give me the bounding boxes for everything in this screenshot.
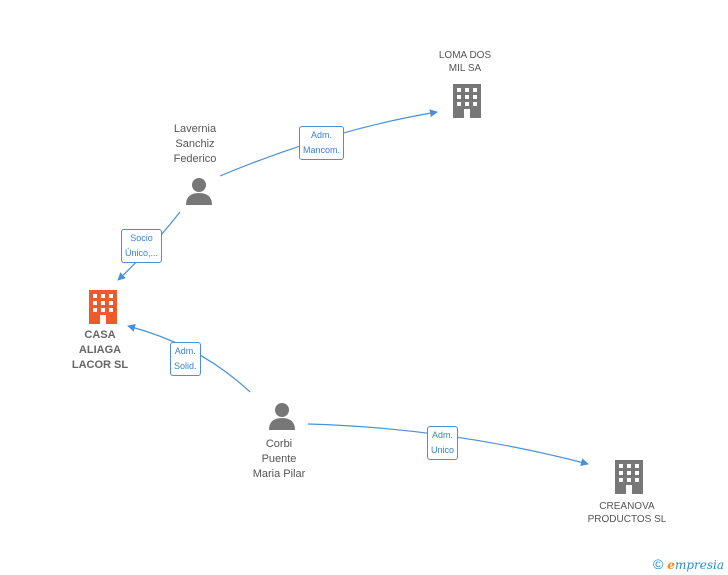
edge-label-adm-mancom[interactable]: Adm. Mancom. <box>299 126 345 160</box>
edge-label-socio-unico[interactable]: Socio Único,... <box>121 229 163 263</box>
node-creanova-label[interactable]: CREANOVA PRODUCTOS SL <box>577 500 677 526</box>
label-line: LACOR SL <box>71 359 129 371</box>
label-line: CREANOVA <box>599 501 655 512</box>
brand-rest: mpresia <box>674 558 724 572</box>
edge-label-adm-unico[interactable]: Adm. Unico <box>427 426 459 460</box>
edge-label-line: Adm. <box>174 346 196 356</box>
node-casa-label[interactable]: CASA ALIAGA LACOR SL <box>55 328 145 373</box>
building-icon-focus[interactable] <box>88 290 118 324</box>
edge-label-line: Adm. <box>311 130 333 140</box>
building-icon[interactable] <box>451 84 483 118</box>
building-icon[interactable] <box>613 460 645 494</box>
label-line: MIL SA <box>448 63 482 74</box>
label-line: PRODUCTOS SL <box>587 514 667 525</box>
person-icon[interactable] <box>267 402 297 430</box>
label-line: CASA <box>84 329 116 341</box>
node-corbi-label[interactable]: Corbi Puente Maria Pilar <box>234 437 324 482</box>
empresia-logo[interactable]: ©empresia <box>653 556 724 572</box>
label-line: Puente <box>261 453 297 465</box>
brand-e: e <box>667 558 675 572</box>
person-icon[interactable] <box>184 177 214 205</box>
edge-label-line: Único,... <box>125 248 159 258</box>
label-line: Maria Pilar <box>252 468 306 480</box>
edge-label-line: Adm. <box>432 430 454 440</box>
edge-label-line: Mancom. <box>303 145 341 155</box>
edge-label-adm-solid[interactable]: Adm. Solid. <box>170 342 201 376</box>
label-line: LOMA DOS <box>438 50 492 61</box>
node-loma-label[interactable]: LOMA DOS MIL SA <box>420 49 510 75</box>
label-line: Federico <box>173 153 217 165</box>
label-line: ALIAGA <box>78 344 122 356</box>
label-line: Lavernia <box>173 123 217 135</box>
label-line: Corbi <box>265 438 293 450</box>
copyright-icon: © <box>652 556 664 572</box>
edge-label-line: Solid. <box>174 361 197 371</box>
node-lavernia-label[interactable]: Lavernia Sanchiz Federico <box>150 122 240 167</box>
edge-label-line: Socio <box>130 233 153 243</box>
label-line: Sanchiz <box>175 138 215 150</box>
edge-label-line: Unico <box>431 445 455 455</box>
